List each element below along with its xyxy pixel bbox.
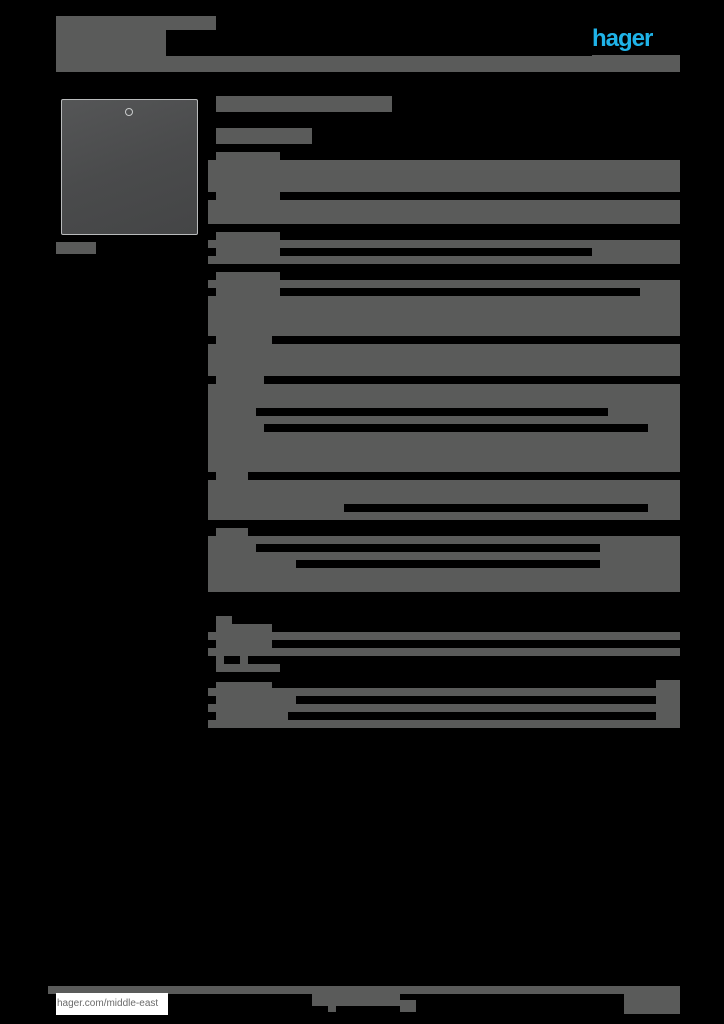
footer-website-link[interactable]: hager.com/middle-east	[56, 993, 168, 1015]
footer-center-mark-2	[400, 1000, 416, 1012]
indicator-ring-icon	[125, 108, 133, 116]
footer-center-block	[312, 986, 400, 1006]
hager-logo: hager	[592, 25, 653, 52]
product-title	[216, 96, 392, 112]
image-caption	[56, 242, 96, 254]
product-image	[61, 99, 198, 235]
product-subtitle	[216, 128, 312, 144]
footer-page-block	[624, 986, 680, 1014]
header-rule	[592, 55, 680, 60]
footer-center-mark-1	[328, 1006, 336, 1012]
